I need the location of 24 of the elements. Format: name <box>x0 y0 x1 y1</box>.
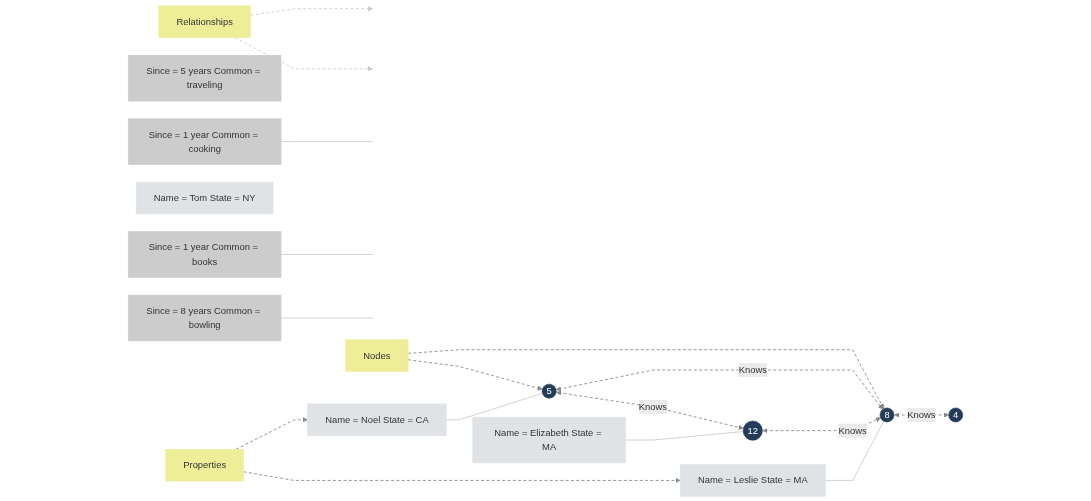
connector <box>445 392 543 421</box>
connector <box>824 420 885 481</box>
node-box: Relationships <box>158 5 251 38</box>
node-box: Nodes <box>345 339 409 372</box>
node-box: Name = Tom State = NY <box>135 181 274 215</box>
connector <box>280 254 374 255</box>
node-box: Name = Noel State = CA <box>307 403 447 436</box>
node-box: Name = Leslie State = MA <box>679 464 826 497</box>
edge-label: Knows <box>838 425 867 436</box>
node-circle: 4 <box>948 407 964 423</box>
node-circle: 8 <box>879 407 895 423</box>
node-box: Since = 5 years Common = traveling <box>127 54 282 102</box>
node-circle: 5 <box>541 383 557 399</box>
connector <box>280 141 374 143</box>
connector <box>625 431 744 441</box>
node-box: Since = 1 year Common = books <box>127 231 282 278</box>
node-box: Properties <box>165 448 244 482</box>
node-box: Since = 1 year Common = cooking <box>127 118 282 165</box>
node-box: Name = Elizabeth State = MA <box>472 416 626 464</box>
edge-label: Knows <box>738 364 767 375</box>
node-box: Since = 8 years Common = bowling <box>127 294 282 342</box>
edge-label: Knows <box>638 401 668 412</box>
edge-label: Knows <box>907 409 936 420</box>
node-circle: 12 <box>742 420 763 441</box>
